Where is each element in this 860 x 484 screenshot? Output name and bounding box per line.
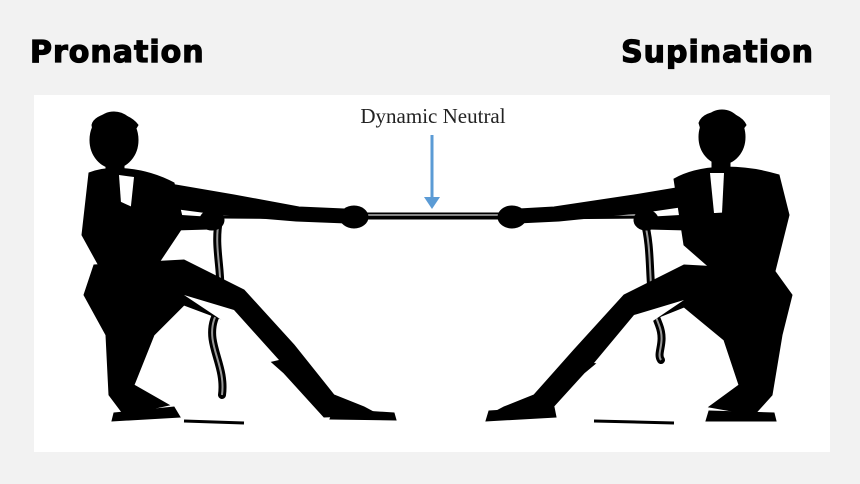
tug-of-war-illustration: Dynamic Neutral bbox=[34, 95, 830, 452]
tug-of-war-scene bbox=[81, 109, 793, 425]
supination-heading: Supination bbox=[620, 34, 814, 70]
down-arrow-icon bbox=[424, 135, 440, 209]
dynamic-neutral-label: Dynamic Neutral bbox=[360, 104, 506, 128]
man-pulling-rope-right bbox=[485, 109, 793, 425]
pronation-heading: Pronation bbox=[29, 34, 205, 70]
man-pulling-rope-left bbox=[81, 111, 397, 425]
